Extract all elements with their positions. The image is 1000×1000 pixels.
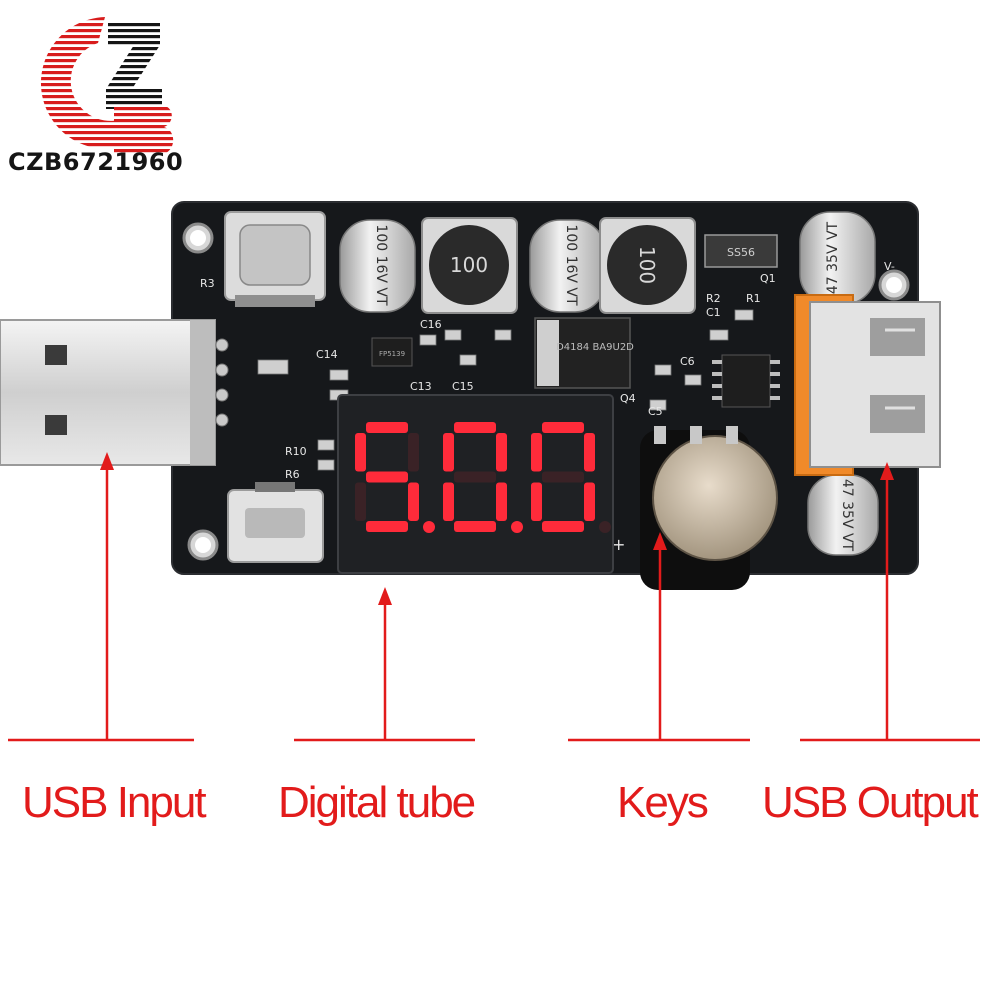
segment-1-e [443, 482, 454, 521]
segment-0-g [366, 471, 408, 483]
small-chip-label: FP5139 [379, 350, 405, 358]
inductor-right: 100 [599, 217, 696, 314]
segment-1-d [454, 521, 496, 532]
silk-c15: C15 [452, 380, 474, 393]
segment-0-c [408, 482, 419, 521]
brand-logo [40, 17, 174, 155]
cap-right-top-label: 47 35V VT [825, 221, 841, 294]
silk-r3: R3 [200, 277, 215, 290]
silk-c5: C5 [648, 405, 663, 418]
arrow-digital-tube [294, 587, 475, 742]
decimal-point-2 [599, 521, 611, 533]
arrow-keys [568, 532, 750, 742]
segment-1-c [496, 482, 507, 521]
segment-0-a [366, 422, 408, 433]
label-usb-input: USB Input [22, 778, 207, 827]
segment-2-a [542, 422, 584, 433]
segment-1-f [443, 433, 454, 472]
cap-left-label: 100 16V VT [373, 224, 389, 306]
diode-label: SS56 [727, 246, 755, 259]
segment-0-f [355, 433, 366, 472]
brand-watermark-text: CZB6721960 [8, 148, 184, 176]
silk-r1: R1 [746, 292, 761, 305]
inductor-left-label: 100 [450, 253, 488, 277]
cap-mid-label: 100 16V VT [563, 224, 579, 306]
segment-2-c [584, 482, 595, 521]
inductor-left: 100 [421, 217, 518, 314]
silk-c13: C13 [410, 380, 432, 393]
segment-2-e [531, 482, 542, 521]
decimal-point-0 [423, 521, 435, 533]
segment-0-e [355, 482, 366, 521]
segment-2-d [542, 521, 584, 532]
mosfet-label: D4184 BA9U2D [556, 342, 634, 353]
segment-1-b [496, 433, 507, 472]
pcb-board: 100 16V VT 100 16V VT 47 35V VT 47 35V V… [0, 201, 941, 590]
silk-r10: R10 [285, 445, 307, 458]
capacitor-left: 100 16V VT [339, 219, 416, 313]
segment-2-f [531, 433, 542, 472]
silk-q1: Q1 [760, 272, 776, 285]
silk-plus: + [612, 535, 625, 554]
silk-c14: C14 [316, 348, 338, 361]
silk-r6: R6 [285, 468, 300, 481]
inductor-right-label: 100 [635, 246, 659, 284]
label-keys: Keys [617, 778, 709, 827]
segment-0-b [408, 433, 419, 472]
segment-1-a [454, 422, 496, 433]
silk-r2: R2 [706, 292, 721, 305]
silk-q4: Q4 [620, 392, 636, 405]
silk-c6: C6 [680, 355, 695, 368]
rotary-knob [640, 426, 778, 590]
display-segments [355, 422, 611, 533]
decimal-point-1 [511, 521, 523, 533]
usb-output-port [794, 294, 941, 476]
silk-c1: C1 [706, 306, 721, 319]
arrow-usb-input [8, 452, 194, 742]
segment-0-d [366, 521, 408, 532]
label-digital-tube: Digital tube [278, 778, 476, 827]
cap-right-bottom-label: 47 35V VT [839, 479, 855, 552]
silk-vminus: V- [884, 260, 895, 273]
segment-2-g [542, 471, 584, 483]
segment-1-g [454, 471, 496, 483]
segment-2-b [584, 433, 595, 472]
arrow-usb-output [800, 462, 980, 742]
label-usb-output: USB Output [762, 778, 979, 827]
capacitor-right-top: 47 35V VT [799, 211, 876, 305]
seven-segment-display [337, 394, 614, 574]
silk-c16: C16 [420, 318, 442, 331]
